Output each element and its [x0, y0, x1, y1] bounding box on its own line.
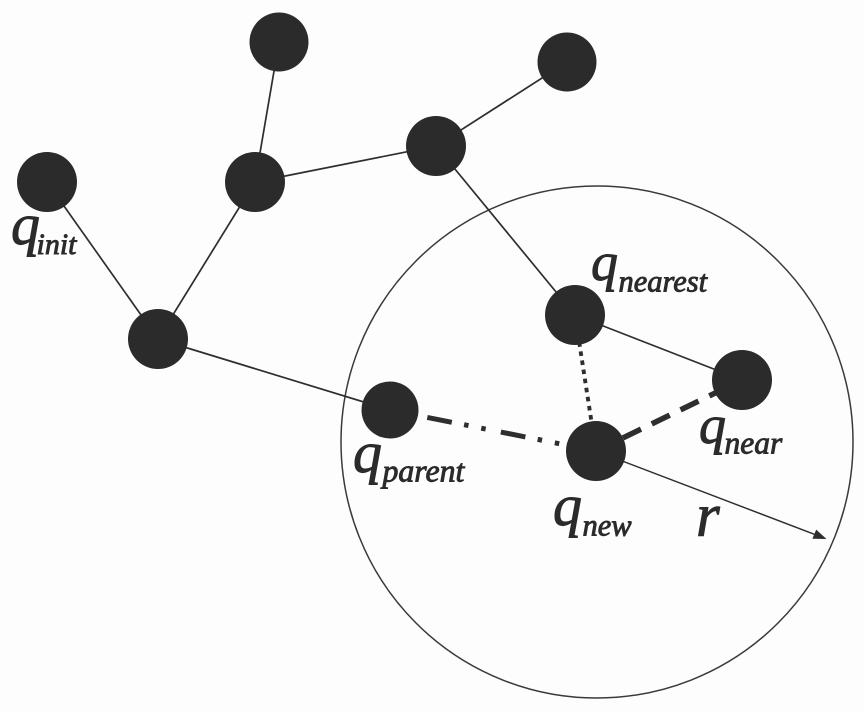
svg-text:q: q [699, 395, 726, 455]
svg-text:new: new [583, 509, 633, 543]
svg-text:r: r [696, 483, 720, 550]
svg-text:q: q [353, 420, 382, 485]
svg-text:q: q [553, 473, 582, 538]
svg-text:q: q [11, 192, 40, 257]
svg-text:near: near [725, 426, 783, 461]
svg-text:nearest: nearest [619, 265, 709, 299]
svg-text:q: q [591, 232, 618, 292]
svg-text:parent: parent [381, 454, 466, 489]
svg-text:init: init [37, 228, 78, 261]
